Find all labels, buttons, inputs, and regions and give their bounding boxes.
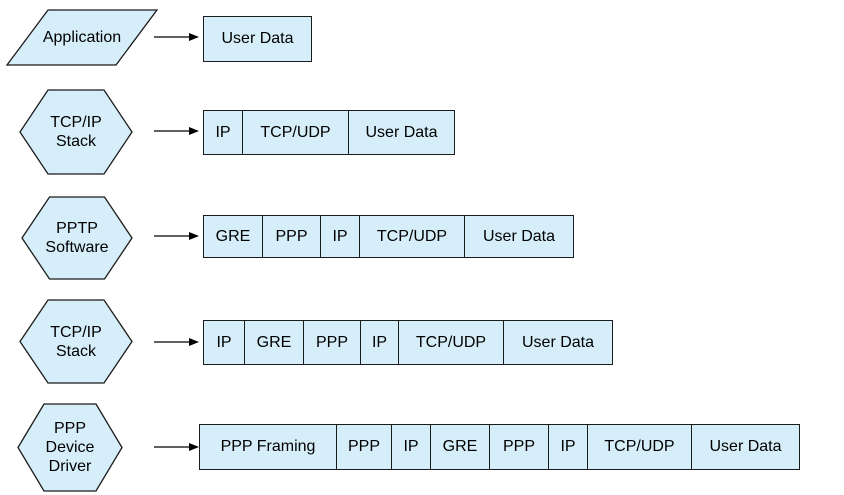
packet-segment: User Data [503,320,613,365]
packet-segment: TCP/UDP [359,215,465,258]
arrow-icon [154,33,199,41]
packet-boxes: PPP Framing PPP IP GRE PPP IP TCP/UDP User Data [199,424,800,470]
stage-shape-hexagon [17,403,123,492]
packet-segment-label: PPP [315,333,348,351]
stage-shape-parallelogram [6,9,158,66]
packet-segment-label: GRE [442,438,478,455]
packet-segment: PPP [303,320,361,365]
packet-segment-label: IP [560,438,576,455]
packet-segment: IP [320,215,360,258]
packet-segment-label: User Data [482,227,556,245]
packet-segment: IP [548,424,588,470]
packet-segment-label: TCP/UDP [604,438,675,455]
packet-segment-label: User Data [521,333,595,351]
packet-segment: PPP [262,215,321,258]
packet-segment-label: IP [216,333,232,351]
packet-segment: IP [203,320,245,365]
arrow-icon [154,338,199,346]
packet-segment: TCP/UDP [242,110,349,155]
packet-segment: IP [391,424,431,470]
packet-segment: TCP/UDP [398,320,504,365]
packet-segment-label: TCP/UDP [376,227,448,245]
packet-boxes: IP TCP/UDP User Data [203,110,455,155]
packet-segment: GRE [430,424,490,470]
packet-segment-label: User Data [709,438,782,455]
packet-segment-label: PPP [502,438,535,455]
packet-segment-label: TCP/UDP [415,333,487,351]
packet-segment-label: PPP Framing [220,438,316,455]
packet-segment: PPP [489,424,549,470]
packet-segment-label: GRE [215,227,251,245]
packet-segment: TCP/UDP [587,424,692,470]
packet-segment-label: User Data [365,123,438,141]
arrow-icon [154,127,199,135]
packet-boxes: User Data [203,16,312,62]
arrow-icon [154,443,199,451]
packet-segment-label: GRE [256,333,292,351]
packet-segment-label: IP [332,227,348,245]
packet-segment: GRE [244,320,304,365]
packet-segment-label: PPP [347,438,380,455]
arrow-icon [154,232,199,240]
packet-segment-label: TCP/UDP [260,123,331,141]
packet-boxes: IP GRE PPP IP TCP/UDP User Data [203,320,613,365]
packet-segment: User Data [348,110,455,155]
packet-segment: PPP Framing [199,424,337,470]
packet-segment: PPP [336,424,392,470]
packet-segment: User Data [691,424,800,470]
stage-shape-hexagon [21,196,133,280]
packet-segment: IP [360,320,399,365]
stage-shape-hexagon [19,89,133,175]
packet-segment: User Data [203,16,312,62]
stage-shape-hexagon [19,299,133,384]
packet-segment-label: IP [371,333,388,351]
packet-segment-label: User Data [221,30,294,47]
packet-segment: IP [203,110,243,155]
packet-segment-label: IP [215,123,231,141]
packet-segment-label: PPP [275,227,308,245]
packet-segment: GRE [203,215,263,258]
packet-boxes: GRE PPP IP TCP/UDP User Data [203,215,574,258]
packet-segment-label: IP [403,438,419,455]
packet-segment: User Data [464,215,574,258]
